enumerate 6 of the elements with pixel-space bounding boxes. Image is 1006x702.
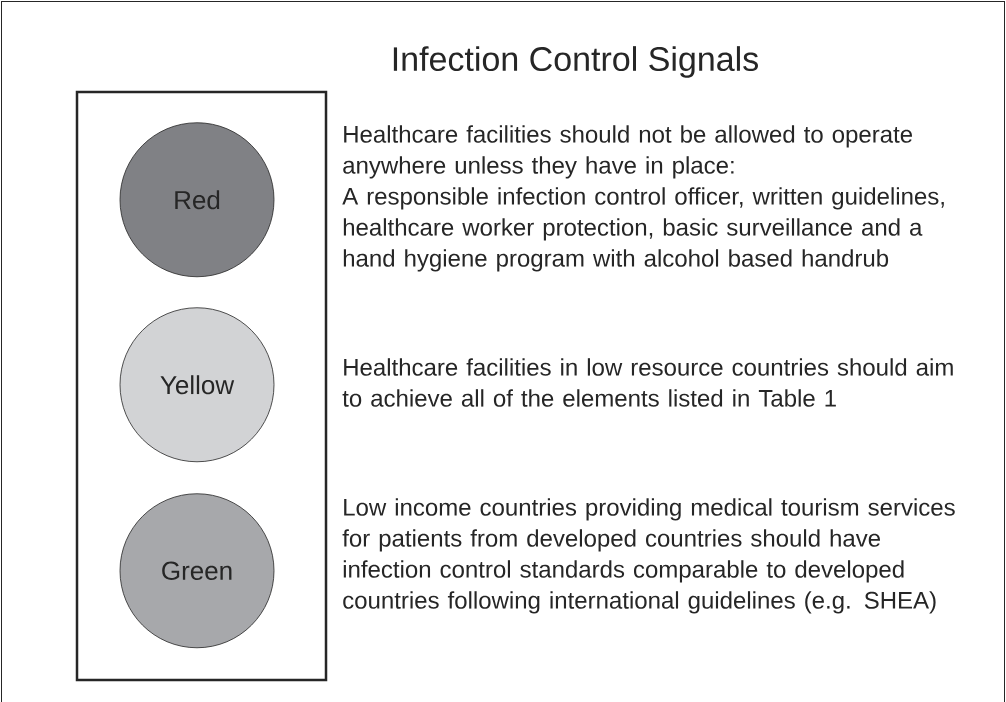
paragraph: Healthcare facilities should not be allowed to operate anywhere unless they have in place: [343, 125, 913, 179]
paragraph: Low income countries providing medical tourism services for patients from developed countries should have infection control standards comparable to developed countries following international guidelines (e.g. SHEA) [342, 498, 955, 614]
housing-box [75, 90, 328, 682]
title: Infection Control Signals [393, 46, 758, 78]
paragraph: A responsible infection control officer, written guidelines, healthcare worker protection, basic surveillance and a hand hygiene program with alcohol based handrub [342, 187, 944, 272]
paragraph: Healthcare facilities in low resource countries should aim to achieve all of the elements listed in Table 1 [342, 358, 953, 407]
